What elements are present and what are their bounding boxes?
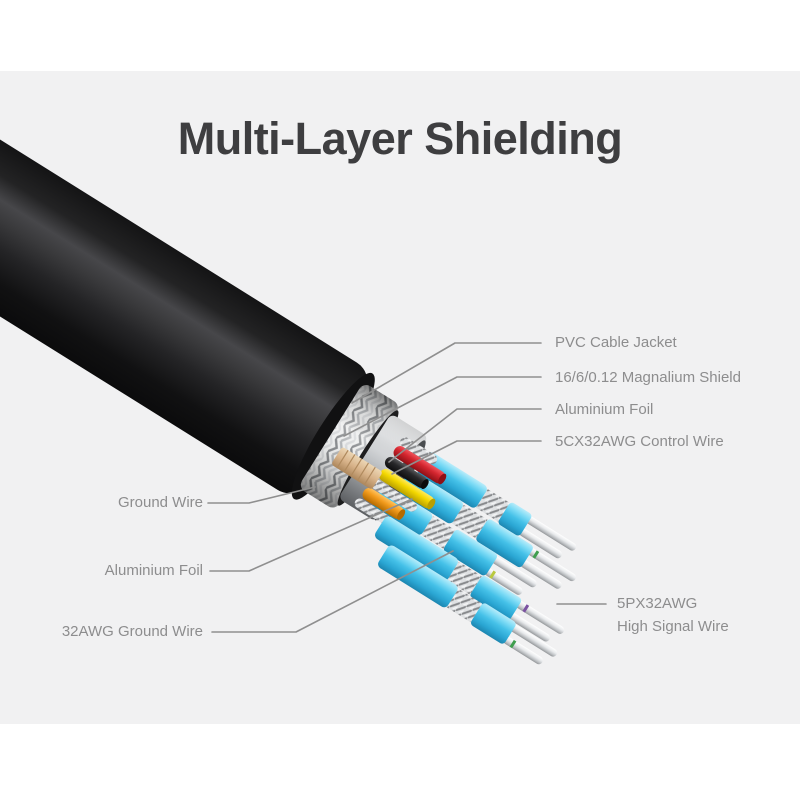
control-wire-yellow: [379, 468, 436, 510]
leader-line-aluminium-foil-left: [209, 498, 413, 572]
leader-line-pvc-jacket: [351, 342, 542, 404]
twisted-pair-5: [378, 545, 558, 665]
leader-line-magnalium-shield: [343, 376, 542, 437]
drain-ground-wire: [332, 447, 382, 489]
callout-magnalium-shield: 16/6/0.12 Magnalium Shield: [555, 369, 741, 386]
callout-ground-wire: Ground Wire: [117, 494, 203, 511]
control-wire-black: [384, 456, 429, 489]
callout-high-signal-wire: 5PX32AWG High Signal Wire: [617, 592, 729, 638]
leader-line-aluminium-foil-right: [388, 408, 542, 463]
leader-line-32awg-ground-wire: [211, 550, 454, 633]
twisted-pair-4: [375, 516, 565, 642]
callout-pvc-cable-jacket: PVC Cable Jacket: [555, 334, 677, 351]
cable-assembly: [0, 87, 577, 665]
callout-aluminium-foil-right: Aluminium Foil: [555, 401, 654, 418]
shield-strand-wires: [354, 437, 438, 525]
callout-control-wire: 5CX32AWG Control Wire: [555, 433, 724, 450]
page-title: Multi-Layer Shielding: [177, 113, 623, 164]
cable-jacket: [0, 87, 368, 494]
callout-aluminium-foil-left: Aluminium Foil: [104, 562, 203, 579]
leader-line-control-wire: [391, 440, 542, 475]
callout-high-signal-wire-line2: High Signal Wire: [617, 618, 729, 635]
callout-high-signal-wire-line1: 5PX32AWG: [617, 595, 698, 612]
control-wire-orange: [362, 488, 406, 520]
twisted-pair-1: [417, 452, 577, 559]
control-wire-red: [393, 446, 447, 485]
leader-line-ground-wire: [207, 486, 316, 504]
callout-32awg-ground-wire: 32AWG Ground Wire: [61, 623, 203, 640]
